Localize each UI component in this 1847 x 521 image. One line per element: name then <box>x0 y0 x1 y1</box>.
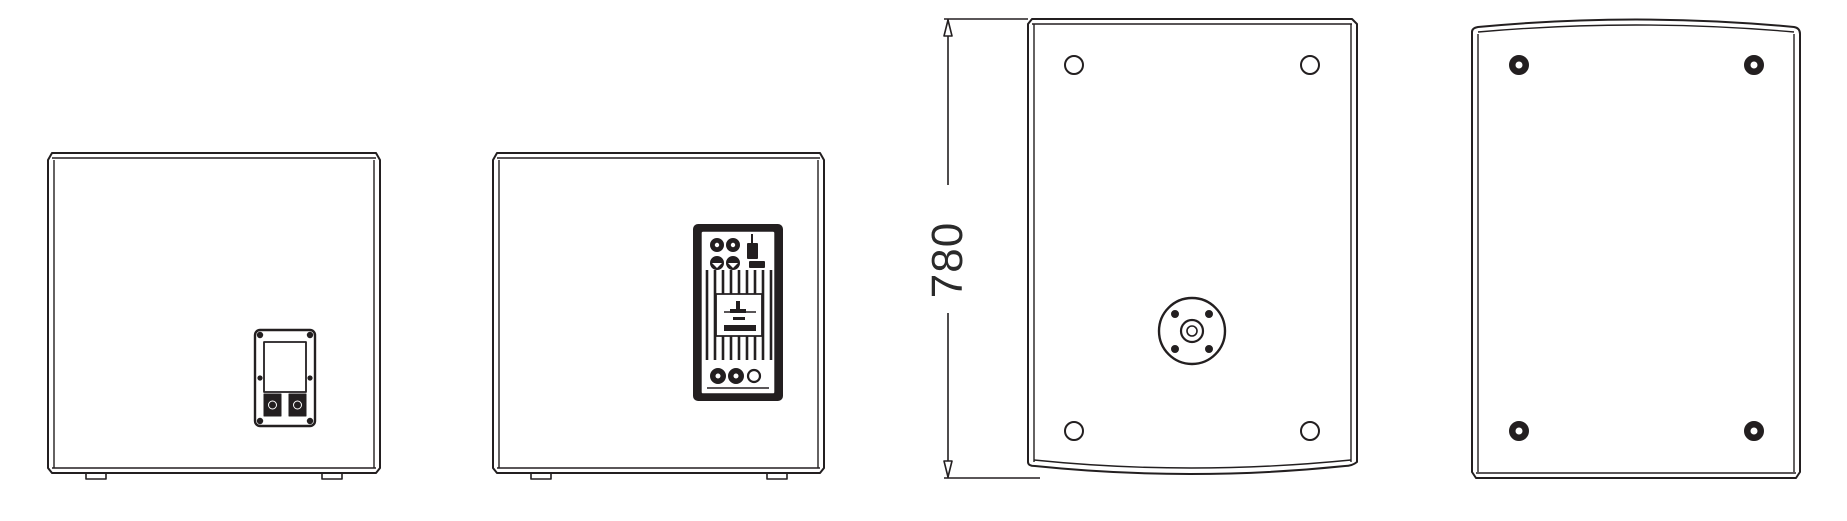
arrow-up-icon <box>943 19 953 37</box>
foot-icon <box>766 472 788 480</box>
threaded-insert-icon <box>1744 55 1764 75</box>
cabinet-view-4 <box>1471 18 1801 479</box>
cabinet-view-1 <box>47 152 381 480</box>
connector-plate-icon <box>253 328 317 428</box>
rigging-hole-icon <box>1064 55 1084 75</box>
amplifier-panel-icon <box>693 224 783 401</box>
threaded-insert-icon <box>1744 421 1764 441</box>
switch-icon <box>749 261 765 268</box>
rigging-hole-icon <box>1300 421 1320 441</box>
arrow-down-icon <box>943 460 953 478</box>
pole-mount-icon <box>1157 296 1227 366</box>
threaded-insert-icon <box>1509 421 1529 441</box>
dimension-line <box>943 18 1040 479</box>
foot-icon <box>530 472 552 480</box>
rigging-hole-icon <box>1300 55 1320 75</box>
dimension-value: 780 <box>923 221 973 299</box>
dimension-label: 780 <box>922 210 974 310</box>
foot-icon <box>321 472 343 480</box>
rigging-hole-icon <box>1064 421 1084 441</box>
threaded-insert-icon <box>1509 55 1529 75</box>
cabinet-view-2 <box>492 152 825 480</box>
fuse-icon <box>746 368 762 384</box>
foot-icon <box>85 472 107 480</box>
volume-knob-icon <box>747 243 758 259</box>
cabinet-view-3 <box>1027 18 1358 475</box>
